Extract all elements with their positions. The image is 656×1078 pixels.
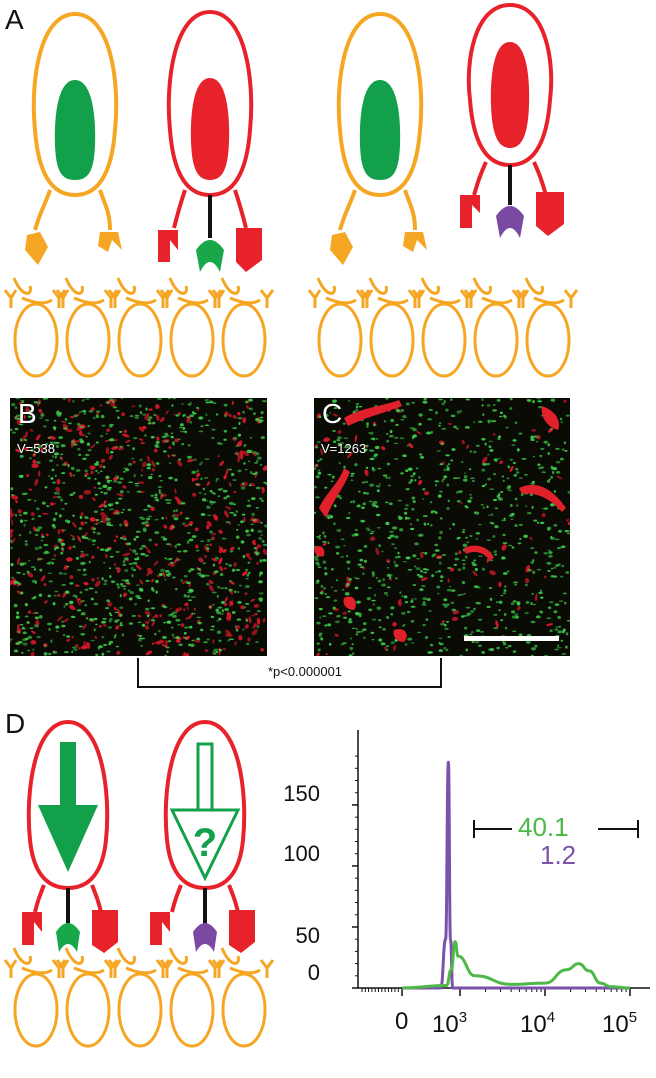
x-tick-label: 105 bbox=[602, 1009, 638, 1038]
red-t-cell-green-receptor bbox=[158, 9, 262, 272]
y-tick-label: 100 bbox=[283, 841, 320, 866]
red-t-cell-with-question: ? bbox=[150, 719, 255, 953]
micrograph-b-label: B bbox=[18, 398, 37, 429]
gate-value-green: 40.1 bbox=[518, 812, 569, 842]
green-arrow-icon bbox=[38, 742, 98, 872]
orange-t-cell-2 bbox=[330, 11, 427, 265]
y-tick-label: 50 bbox=[295, 923, 320, 948]
micrograph-c-value: V=1263 bbox=[321, 441, 367, 456]
scale-bar-icon bbox=[464, 636, 559, 641]
y-tick-label: 0 bbox=[307, 960, 320, 985]
red-t-cell-with-arrow bbox=[22, 719, 118, 953]
micrograph-c: C V=1263 bbox=[314, 398, 570, 656]
x-tick-label: 103 bbox=[432, 1009, 468, 1038]
antigen-presenting-cells-d bbox=[3, 946, 275, 1048]
x-tick-label: 104 bbox=[520, 1009, 556, 1038]
significance-bracket bbox=[137, 658, 442, 688]
y-tick-label: 150 bbox=[283, 781, 320, 806]
antigen-presenting-cells-left bbox=[3, 276, 275, 378]
micrograph-b-value: V=538 bbox=[17, 441, 55, 456]
antigen-presenting-cells-right bbox=[307, 276, 579, 378]
red-t-cell-purple-receptor bbox=[460, 2, 564, 238]
micrograph-b: B V=538 bbox=[10, 398, 267, 656]
panel-label-a: A bbox=[5, 4, 24, 35]
panel-label-d: D bbox=[5, 708, 26, 739]
orange-t-cell-1 bbox=[25, 11, 122, 265]
micrograph-c-label: C bbox=[322, 398, 343, 429]
p-value-label: *p<0.000001 bbox=[267, 664, 343, 679]
x-tick-label: 0 bbox=[395, 1008, 409, 1035]
svg-text:?: ? bbox=[193, 821, 217, 865]
question-mark-icon: ? bbox=[169, 742, 241, 882]
gate-value-purple: 1.2 bbox=[540, 840, 577, 870]
